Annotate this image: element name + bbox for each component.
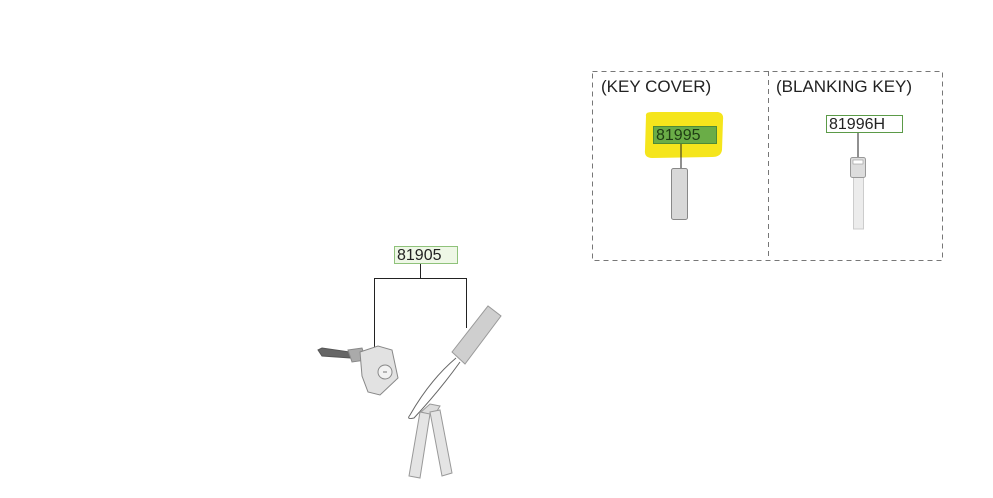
part-label-81905[interactable]: 81905 [394,246,458,264]
part-label-81996h[interactable]: 81996H [826,115,903,133]
assembly-leader-lines [374,264,467,350]
key-cover-image [671,168,688,220]
inset-box [592,71,943,261]
key-set-image [408,305,502,479]
part-label-81995[interactable]: 81995 [653,126,717,144]
key-cover-title: (KEY COVER) [601,77,712,96]
blanking-key-image [850,157,866,230]
lock-cylinder-image [317,345,399,396]
blanking-key-title: (BLANKING KEY) [776,77,913,96]
